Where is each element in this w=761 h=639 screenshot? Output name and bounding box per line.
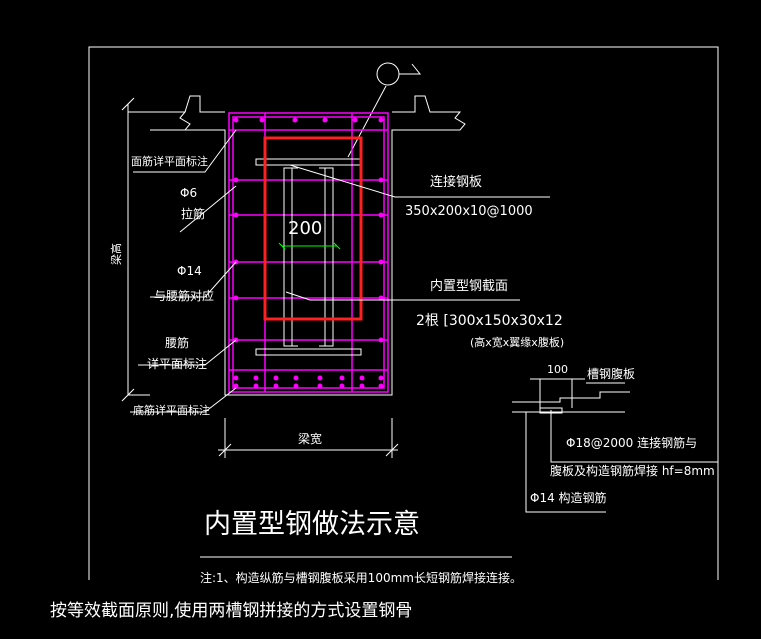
stirrup-dia-label: Φ6 [180,186,197,200]
steel-note-label: (高x宽x翼缘x腹板) [470,335,564,349]
dimension-lines [121,97,399,458]
slab-outline [150,95,466,396]
image-caption: 按等效截面原则,使用两槽钢拼接的方式设置钢骨 [50,601,413,621]
beam-width-label: 梁宽 [298,431,322,446]
rebar-cage [228,112,389,393]
drawing-title: 内置型钢做法示意 [204,509,420,540]
dim-100-label: 100 [547,363,568,376]
plate-name-label: 连接钢板 [430,174,482,190]
plate-spec-label: 350x200x10@1000 [405,204,533,219]
section-symbol [347,62,422,158]
steel-channels [255,158,362,356]
top-rebar-label: 面筋详平面标注 [131,154,208,168]
drawing-note: 注:1、构造纵筋与槽钢腹板采用100mm长短钢筋焊接连接。 [200,570,522,585]
beam-height-label: 梁高 [109,243,123,265]
drawing-frame [88,46,719,580]
stirrup-name-label: 拉筋 [181,206,205,221]
dim-200-label: 200 [288,218,322,239]
steel-spec-label: 2根 [300x150x30x12 [416,313,563,329]
steel-highlight-box [263,136,363,321]
conn-bar-label-1: Φ18@2000 连接钢筋与 [566,435,697,450]
waist-name-label: 与腰筋对应 [154,288,214,303]
web-label: 槽钢腹板 [587,367,635,381]
struct-bar-label: Φ14 构造钢筋 [530,490,607,505]
conn-bar-label-2: 腹板及构造钢筋焊接 hf=8mm [550,463,715,478]
dimension-200 [278,242,341,250]
rebar-dots [233,117,384,389]
bottom-rebar-label: 底筋详平面标注 [133,403,210,417]
waist-dia-label: Φ14 [177,264,202,278]
steel-name-label: 内置型钢截面 [430,278,508,294]
leader-lines [130,129,718,558]
waist-rebar-label: 腰筋 [165,335,189,350]
waist-rebar-sub-label: 详平面标注 [147,356,207,371]
